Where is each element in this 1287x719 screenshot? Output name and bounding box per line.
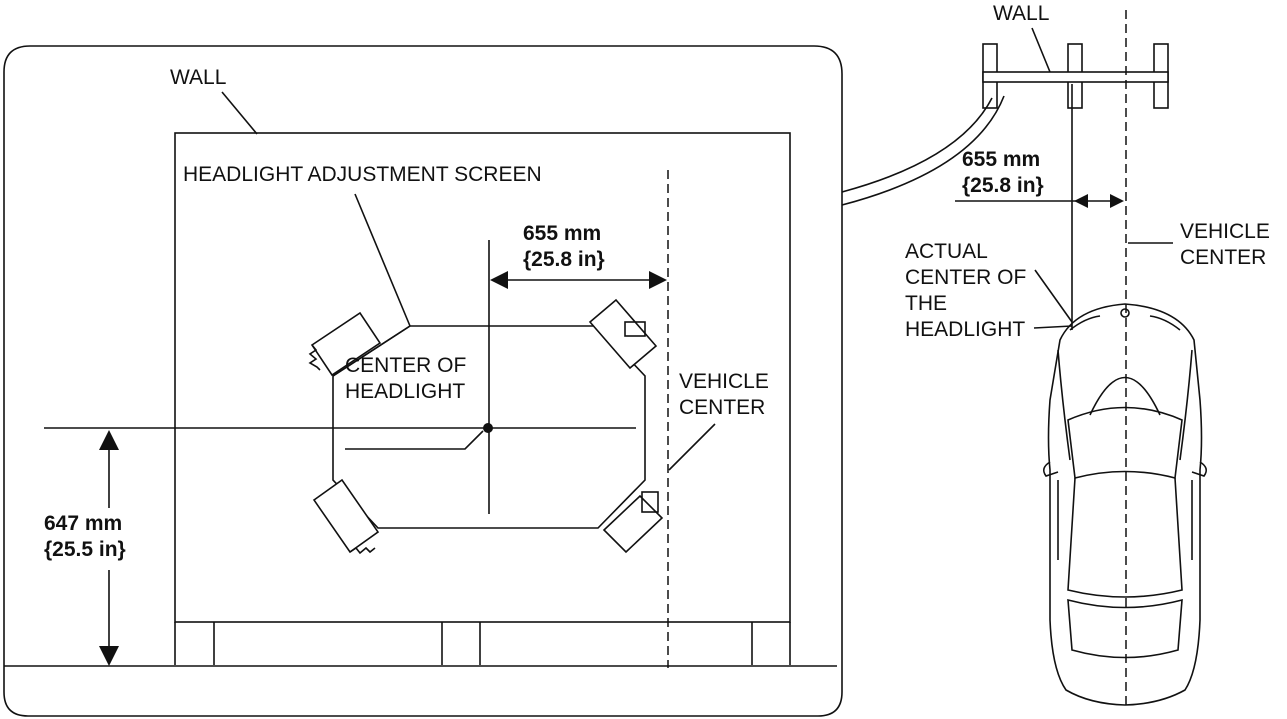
inset-vehicle-center-line1: VEHICLE [1180, 220, 1270, 243]
tape-bottom-left [312, 478, 380, 555]
inset-vehicle-center-line2: CENTER [1180, 246, 1266, 269]
vehicle-center-leader [668, 423, 716, 471]
tape-bottom-right [602, 491, 664, 554]
center-of-headlight-label-line1: CENTER OF [345, 354, 466, 377]
tape-top-left [308, 311, 382, 377]
vehicle-center-label-line1: VEHICLE [679, 370, 769, 393]
inset-dim-inch: {25.8 in} [962, 174, 1044, 197]
dim-horizontal-value: 655 mm [523, 222, 601, 245]
dim-height-inch: {25.5 in} [44, 538, 126, 561]
wall-leader [221, 91, 258, 135]
dim-height-value: 647 mm [44, 512, 122, 535]
inset-wall-label: WALL [993, 2, 1049, 25]
actual-center-line2: CENTER OF [905, 266, 1026, 289]
actual-center-line3: THE [905, 292, 947, 315]
wall [174, 132, 791, 665]
callout-panel [3, 45, 843, 717]
screen-leader [354, 193, 411, 327]
screen-label: HEADLIGHT ADJUSTMENT SCREEN [183, 163, 542, 186]
center-of-headlight-leader [345, 430, 484, 450]
tape-top-right [588, 298, 658, 370]
actual-center-leader-2 [1033, 325, 1073, 329]
dim-horizontal-arrow [490, 271, 667, 289]
inset-wall-leader [1031, 27, 1051, 73]
callout-connector [841, 95, 1005, 206]
dim-horizontal-inch: {25.8 in} [523, 248, 605, 271]
wall-label: WALL [170, 66, 226, 89]
center-of-headlight-label-line2: HEADLIGHT [345, 380, 465, 403]
actual-center-leader-1 [1034, 269, 1073, 323]
inset-dim-arrow [955, 194, 1124, 208]
inset-dim-value: 655 mm [962, 148, 1040, 171]
inset-wall [982, 43, 1169, 109]
actual-center-line4: HEADLIGHT [905, 318, 1025, 341]
actual-center-line1: ACTUAL [905, 240, 988, 263]
headlight-center-dot [483, 423, 493, 433]
vehicle-center-label-line2: CENTER [679, 396, 765, 419]
car-top-view [1042, 303, 1208, 706]
